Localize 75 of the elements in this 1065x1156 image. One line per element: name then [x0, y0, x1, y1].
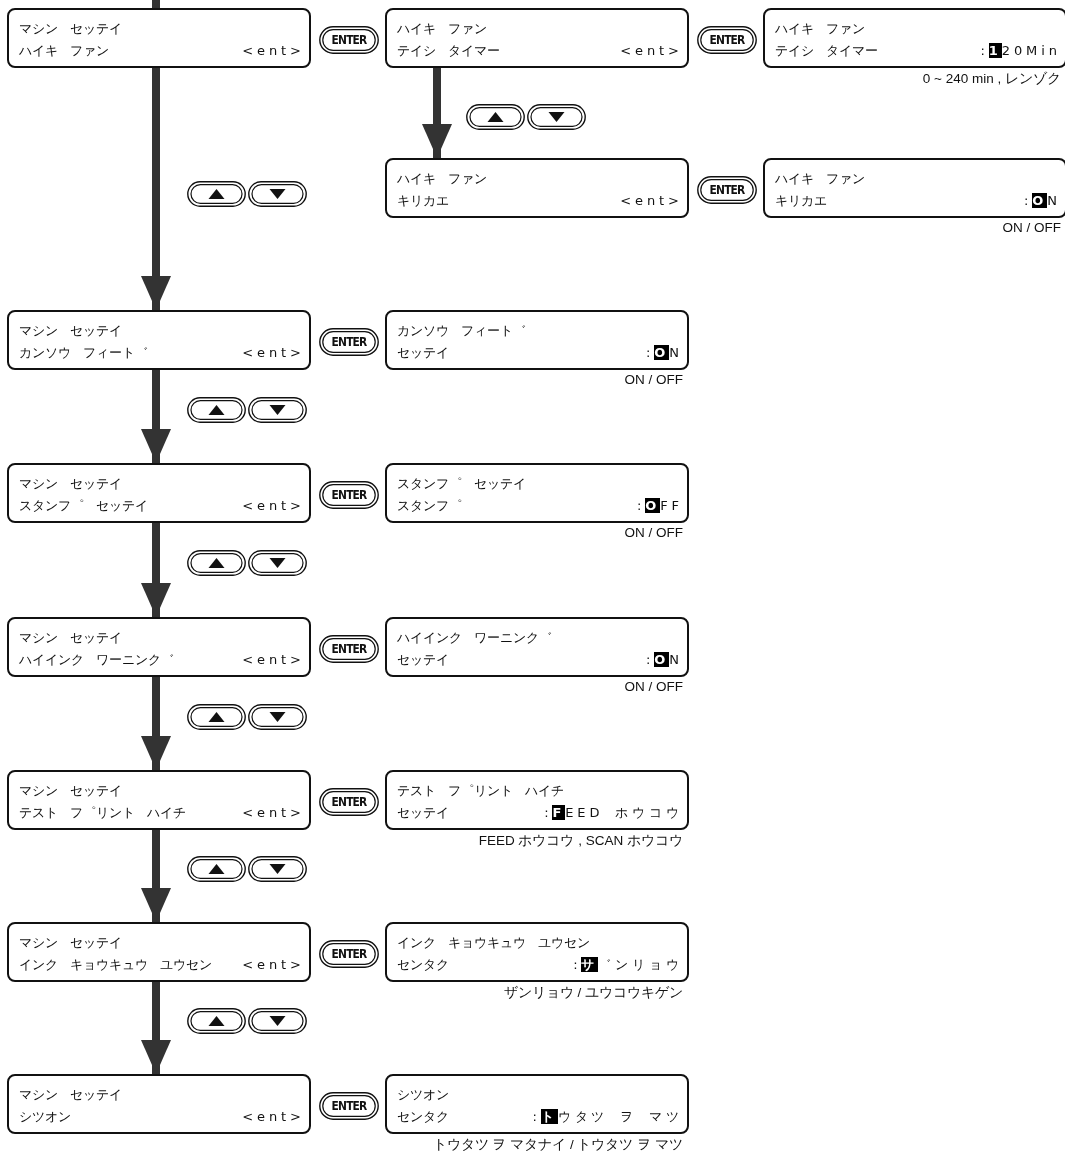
enter-key: ENTER — [319, 788, 379, 816]
screen-title: マシン セッテイ — [19, 1086, 122, 1104]
enter-key: ENTER — [697, 176, 757, 204]
screen-item: スタンフ゜ — [397, 497, 462, 515]
lcd-screen — [385, 310, 689, 370]
enter-key: ENTER — [697, 26, 757, 54]
lcd-screen — [385, 922, 689, 982]
screen-item: スタンフ゜ セッテイ — [19, 497, 148, 515]
flow-arrow — [141, 677, 171, 770]
screen-title: スタンフ゜ セッテイ — [397, 475, 526, 493]
screen-title: ハイキ ファン — [397, 20, 487, 38]
value-range-note: ON / OFF — [624, 525, 683, 540]
flow-arrow — [422, 68, 452, 158]
screen-item: セッテイ — [397, 344, 449, 362]
value-range-note: ザンリョウ / ユウコウキゲン — [503, 984, 683, 1002]
lcd-screen — [385, 1074, 689, 1134]
lcd-screen — [7, 770, 311, 830]
flow-arrow — [141, 982, 171, 1074]
screen-title: インク キョウキュウ ユウセン — [397, 934, 590, 952]
lcd-screen — [385, 770, 689, 830]
screen-title: マシン セッテイ — [19, 322, 122, 340]
screen-item: セッテイ — [397, 651, 449, 669]
lcd-screen — [763, 8, 1065, 68]
screen-title: ハイキ ファン — [775, 170, 865, 188]
screen-item: ハイインク ワーニンク゛ — [19, 651, 174, 669]
enter-key: ENTER — [319, 328, 379, 356]
screen-title: マシン セッテイ — [19, 475, 122, 493]
screen-title: テスト フ゜リント ハイチ — [397, 782, 564, 800]
screen-item: インク キョウキュウ ユウセン — [19, 956, 212, 974]
screen-title: シツオン — [397, 1086, 449, 1104]
lcd-screen — [7, 463, 311, 523]
screen-title: マシン セッテイ — [19, 782, 122, 800]
lcd-screen — [385, 8, 689, 68]
screen-item: キリカエ — [397, 192, 449, 210]
screen-title: マシン セッテイ — [19, 629, 122, 647]
flow-arrow — [141, 830, 171, 922]
screen-item: キリカエ — [775, 192, 827, 210]
lcd-screen — [7, 1074, 311, 1134]
lcd-screen — [763, 158, 1065, 218]
flow-arrow — [141, 523, 171, 617]
lcd-screen — [7, 8, 311, 68]
screen-title: カンソウ フィート゛ — [397, 322, 526, 340]
value-range-note: 0 ~ 240 min , レンゾク — [922, 70, 1061, 88]
enter-key: ENTER — [319, 940, 379, 968]
screen-item: センタク — [397, 956, 449, 974]
screen-item: セッテイ — [397, 804, 449, 822]
screen-item: カンソウ フィート゛ — [19, 344, 148, 362]
screen-item: センタク — [397, 1108, 449, 1126]
screen-title: マシン セッテイ — [19, 20, 122, 38]
value-range-note: トウタツ ヲ マタナイ / トウタツ ヲ マツ — [432, 1136, 683, 1154]
enter-key: ENTER — [319, 635, 379, 663]
lcd-screen — [385, 463, 689, 523]
screen-title: ハイキ ファン — [397, 170, 487, 188]
lcd-screen — [7, 310, 311, 370]
screen-title: ハイキ ファン — [775, 20, 865, 38]
screen-item: テスト フ゜リント ハイチ — [19, 804, 186, 822]
value-range-note: FEED ホウコウ , SCAN ホウコウ — [478, 832, 683, 850]
lcd-screen — [385, 617, 689, 677]
screen-title: マシン セッテイ — [19, 934, 122, 952]
lcd-screen — [7, 922, 311, 982]
value-range-note: ON / OFF — [624, 372, 683, 387]
screen-item: ハイキ ファン — [19, 42, 109, 60]
lcd-screen — [7, 617, 311, 677]
screen-title: ハイインク ワーニンク゛ — [397, 629, 552, 647]
screen-item: テイシ タイマー — [397, 42, 500, 60]
enter-key: ENTER — [319, 26, 379, 54]
screen-item: シツオン — [19, 1108, 71, 1126]
lcd-screen — [385, 158, 689, 218]
flow-arrow — [141, 370, 171, 463]
flow-arrow — [141, 68, 171, 310]
screen-item: テイシ タイマー — [775, 42, 878, 60]
value-range-note: ON / OFF — [1002, 220, 1061, 235]
enter-key: ENTER — [319, 1092, 379, 1120]
value-range-note: ON / OFF — [624, 679, 683, 694]
enter-key: ENTER — [319, 481, 379, 509]
